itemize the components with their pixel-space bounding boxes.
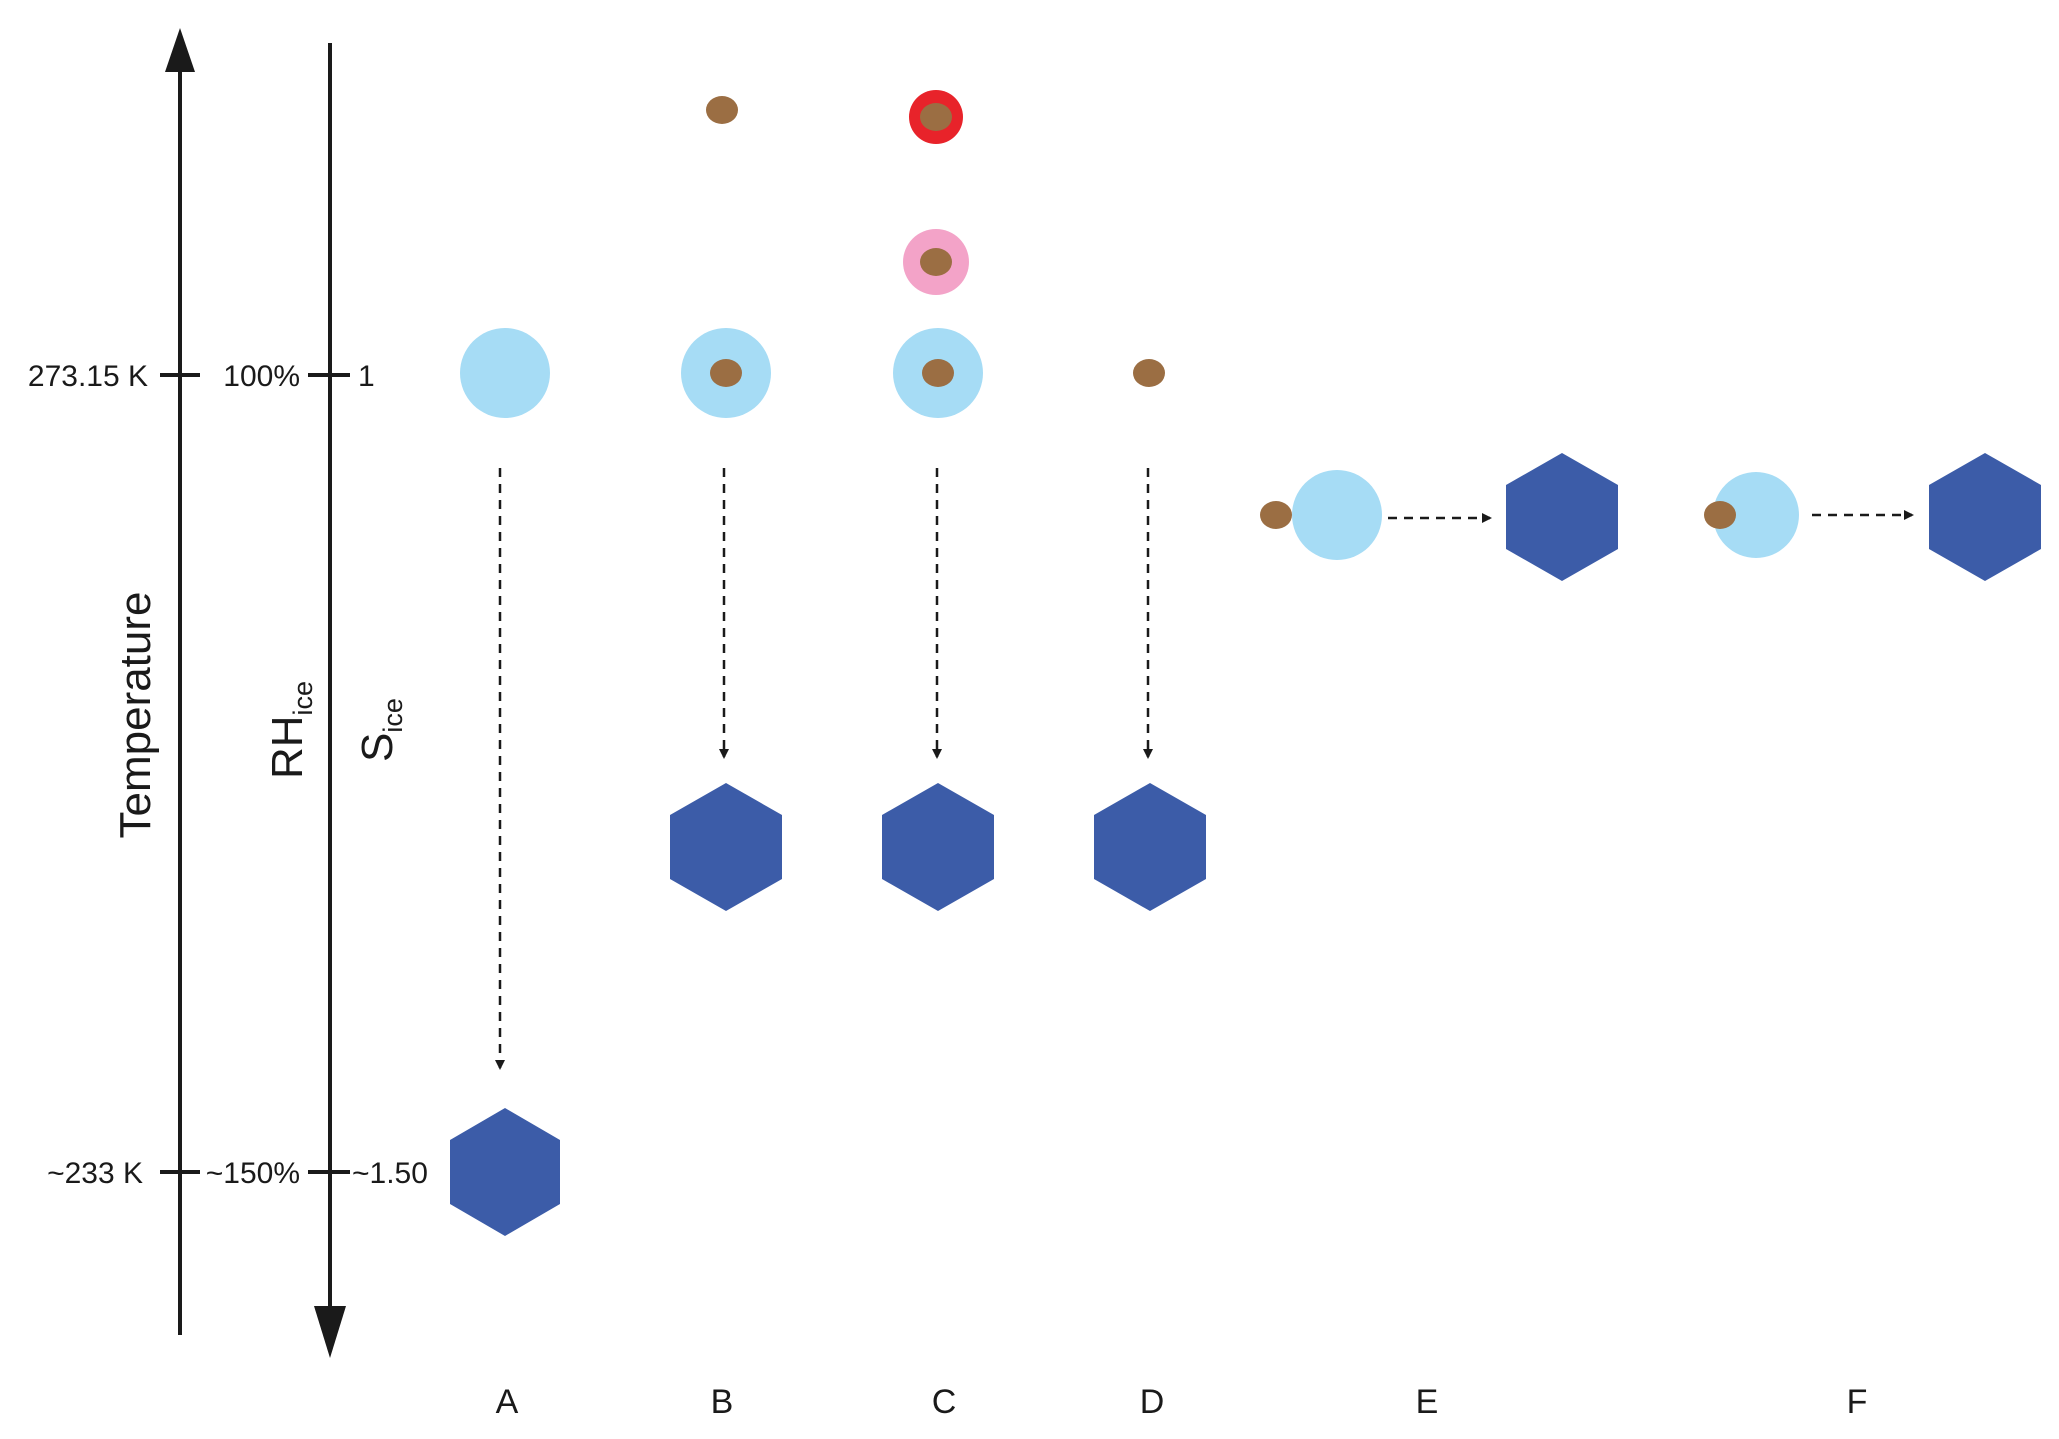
rh-ice-title-subscript: ice	[288, 681, 318, 716]
column-f-particle	[1704, 501, 1736, 529]
column-f-contact-inside	[1704, 453, 2041, 581]
column-f-ice-crystal	[1929, 453, 2041, 581]
s-ice-title-subscript: ice	[378, 698, 408, 733]
column-f-droplet	[1713, 472, 1799, 558]
rh-ice-title-text: RHice	[263, 681, 318, 779]
s-ice-title-main: S	[353, 733, 402, 762]
column-c-red-coated-particle	[920, 103, 952, 131]
s-ice-axis-title: Sice	[353, 698, 408, 762]
column-d-particle	[1133, 359, 1165, 387]
saturation-axis-arrowhead	[314, 1306, 346, 1358]
column-b-immersion	[670, 96, 782, 911]
column-label-e: E	[1416, 1383, 1439, 1421]
column-c-immersed-particle	[922, 359, 954, 387]
s-tick-label-150: ~1.50	[352, 1157, 428, 1190]
column-b-dry-particle	[706, 96, 738, 124]
column-e-droplet	[1292, 470, 1382, 560]
column-d-deposition	[1094, 359, 1206, 911]
column-a-ice-crystal	[450, 1108, 560, 1236]
temperature-tick-label-273: 273.15 K	[28, 360, 148, 393]
column-label-b: B	[711, 1383, 734, 1421]
rh-ice-axis-title: RHice	[263, 681, 318, 779]
column-d-ice-crystal	[1094, 783, 1206, 911]
temperature-tick-label-233: ~233 K	[47, 1157, 143, 1190]
column-label-c: C	[932, 1383, 957, 1421]
rh-tick-label-150: ~150%	[206, 1157, 300, 1190]
temperature-axis: 273.15 K ~233 K Temperature	[28, 28, 200, 1335]
temperature-axis-arrowhead	[165, 28, 195, 72]
rh-ice-title-main: RH	[263, 715, 312, 779]
saturation-axis: 100% ~150% 1 ~1.50 RHice Sice	[206, 43, 428, 1358]
column-label-a: A	[496, 1383, 519, 1421]
column-c-ice-crystal	[882, 783, 994, 911]
temperature-axis-title: Temperature	[111, 591, 160, 838]
column-b-immersed-particle	[710, 359, 742, 387]
column-c-condensation	[882, 90, 994, 911]
column-c-pink-coated-particle	[920, 248, 952, 276]
rh-tick-label-100: 100%	[223, 360, 300, 393]
column-e-contact-outside	[1260, 453, 1618, 581]
column-label-f: F	[1847, 1383, 1868, 1421]
column-a-homogeneous	[450, 328, 560, 1236]
column-e-particle	[1260, 501, 1292, 529]
column-b-ice-crystal	[670, 783, 782, 911]
column-e-ice-crystal	[1506, 453, 1618, 581]
s-tick-label-1: 1	[358, 360, 375, 393]
column-labels: A B C D E F	[496, 1383, 1868, 1421]
s-ice-title-text: Sice	[353, 698, 408, 762]
column-a-droplet	[460, 328, 550, 418]
column-label-d: D	[1140, 1383, 1165, 1421]
